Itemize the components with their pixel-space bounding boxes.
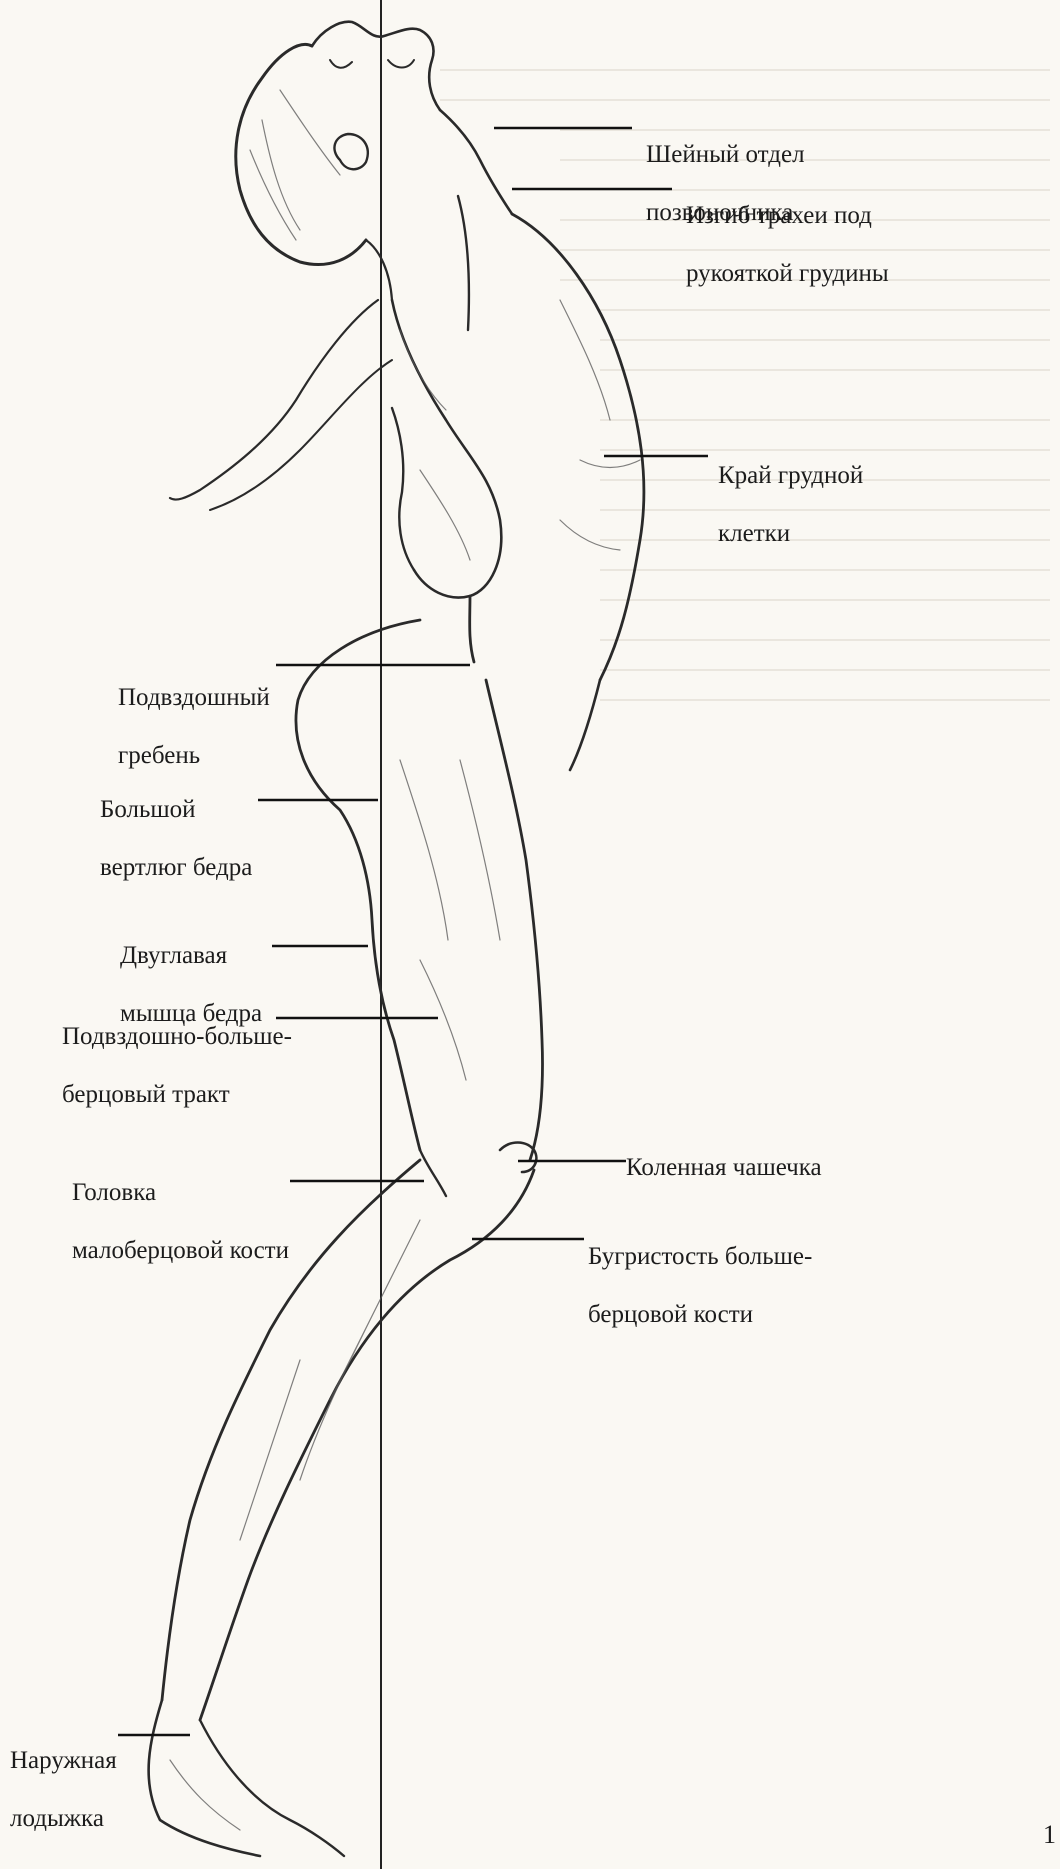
label-lateral-malleolus: Наружная лодыжка — [10, 1717, 117, 1862]
label-line: Изгиб трахеи под — [686, 201, 889, 230]
label-iliotibial-tract: Подвздошно-больше- берцовый тракт — [62, 993, 292, 1138]
label-line: берцовой кости — [588, 1300, 812, 1329]
label-line: Подвздошно-больше- — [62, 1022, 292, 1051]
label-line: Шейный отдел — [646, 140, 805, 169]
label-line: Край грудной — [718, 461, 863, 490]
label-line: лодыжка — [10, 1804, 117, 1833]
label-tibial-tuberosity: Бугристость больше- берцовой кости — [588, 1213, 812, 1358]
label-line: Бугристость больше- — [588, 1242, 812, 1271]
label-line: Головка — [72, 1178, 289, 1207]
label-line: вертлюг бедра — [100, 853, 252, 882]
label-line: Коленная чашечка — [626, 1153, 822, 1182]
label-line: Подвздошный — [118, 683, 270, 712]
label-rib-cage-edge: Край грудной клетки — [718, 432, 863, 577]
label-line: берцовый тракт — [62, 1080, 292, 1109]
label-line: малоберцовой кости — [72, 1236, 289, 1265]
label-fibula-head: Головка малоберцовой кости — [72, 1149, 289, 1294]
label-line: рукояткой грудины — [686, 259, 889, 288]
label-line: Двуглавая — [120, 941, 262, 970]
label-line: Наружная — [10, 1746, 117, 1775]
label-greater-trochanter: Большой вертлюг бедра — [100, 766, 252, 911]
label-patella: Коленная чашечка — [626, 1124, 822, 1211]
label-line: клетки — [718, 519, 863, 548]
label-trachea-bend: Изгиб трахеи под рукояткой грудины — [686, 172, 889, 317]
label-line: Большой — [100, 795, 252, 824]
page-number: 1 — [1043, 1820, 1056, 1850]
